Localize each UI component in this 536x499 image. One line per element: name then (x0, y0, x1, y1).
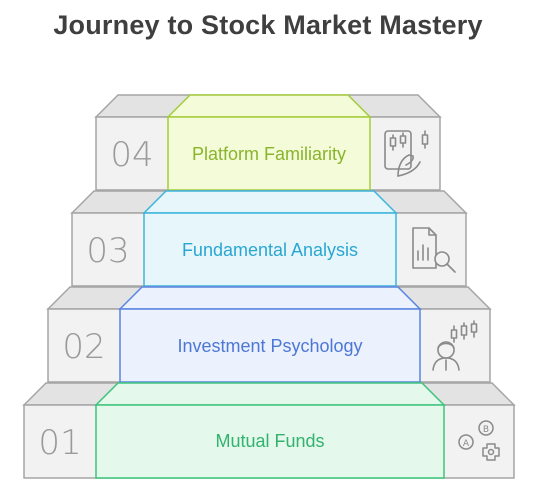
step-04-panel (166, 94, 372, 191)
report-magnifier-icon (412, 227, 456, 273)
step-03-number: 03 (86, 231, 129, 271)
step-03-panel (142, 190, 398, 287)
step-03: 03 Fundamental Analysis (70, 190, 468, 287)
candlestick-chart-hand-icon (384, 130, 429, 177)
investor-candlestick-icon (432, 320, 478, 371)
svg-text:B: B (483, 425, 489, 435)
step-03-label: Fundamental Analysis (182, 240, 358, 260)
step-02-panel (118, 286, 422, 383)
step-01-panel (94, 382, 446, 479)
step-04: 04 Platform Familiarity (94, 94, 442, 191)
step-01: 01 Mutual Funds B A (22, 382, 516, 479)
step-02-label: Investment Psychology (177, 336, 362, 356)
step-01-label: Mutual Funds (215, 431, 324, 451)
step-01-number: 01 (38, 423, 81, 463)
step-04-number: 04 (110, 135, 153, 175)
step-02: 02 Investment Psychology (46, 286, 492, 383)
diagram-title: Journey to Stock Market Mastery (53, 10, 483, 40)
svg-text:A: A (463, 439, 470, 449)
fund-selection-icon: B A (458, 420, 500, 461)
step-04-label: Platform Familiarity (192, 144, 346, 164)
step-02-number: 02 (62, 327, 105, 367)
